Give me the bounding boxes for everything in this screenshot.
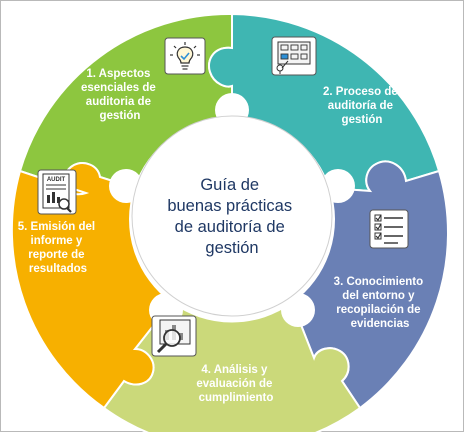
- segment-3-label-line: evidencias: [351, 318, 410, 330]
- segment-5-label-line: 5. Emisión del: [18, 221, 95, 233]
- center-title-line: de auditoría de: [175, 218, 285, 236]
- segment-1-label-line: esenciales de: [81, 82, 156, 94]
- hub-circle: [131, 115, 333, 317]
- segment-5-label-line: reporte de: [28, 249, 84, 261]
- puzzle-piece-5: [10, 162, 174, 410]
- center-title-line: buenas prácticas: [167, 197, 292, 215]
- segment-3-label-line: 3. Conocimiento: [334, 276, 423, 288]
- center-title-line: gestión: [205, 239, 258, 257]
- segment-2-label: 2. Proceso de auditoría de gestión: [323, 86, 401, 126]
- segment-5-label: 5. Emisión del informe y reporte de resu…: [18, 221, 99, 275]
- lightbulb-check-icon: [164, 37, 206, 75]
- segment-4-label: 4. Análisis y evaluación de cumplimiento: [196, 364, 275, 404]
- segment-2-label-line: gestión: [342, 114, 383, 126]
- center-title: Guía de buenas prácticas de auditoría de…: [167, 176, 296, 257]
- audit-heading-text: AUDIT: [47, 177, 66, 183]
- segment-3-label-line: recopilación de: [336, 304, 420, 316]
- segment-1-label-line: auditoria de: [86, 96, 151, 108]
- segment-5-label-line: informe y: [31, 235, 83, 247]
- process-board-icon: [271, 36, 317, 76]
- segment-5-label-line: resultados: [29, 263, 87, 275]
- segment-1-label-line: gestión: [100, 110, 141, 122]
- magnifier-chart-icon: [151, 315, 197, 357]
- segment-1-label-line: 1. Aspectos: [86, 68, 150, 80]
- segment-4-label-line: cumplimiento: [199, 392, 274, 404]
- segment-4-label-line: 4. Análisis y: [201, 364, 268, 376]
- segment-4-label-line: evaluación de: [196, 378, 272, 390]
- segment-3-label: 3. Conocimiento del entorno y recopilaci…: [334, 276, 427, 330]
- segment-1-label: 1. Aspectos esenciales de auditoria de g…: [81, 68, 159, 122]
- checklist-icon: [369, 209, 409, 249]
- hub-knob-bottom-right: [281, 293, 315, 327]
- audit-report-icon: AUDIT: [37, 169, 77, 215]
- segment-3-label-line: del entorno y: [342, 290, 415, 302]
- segment-2-label-line: 2. Proceso de: [323, 86, 398, 98]
- center-title-line: Guía de: [200, 176, 259, 194]
- segment-2-label-line: auditoría de: [328, 100, 393, 112]
